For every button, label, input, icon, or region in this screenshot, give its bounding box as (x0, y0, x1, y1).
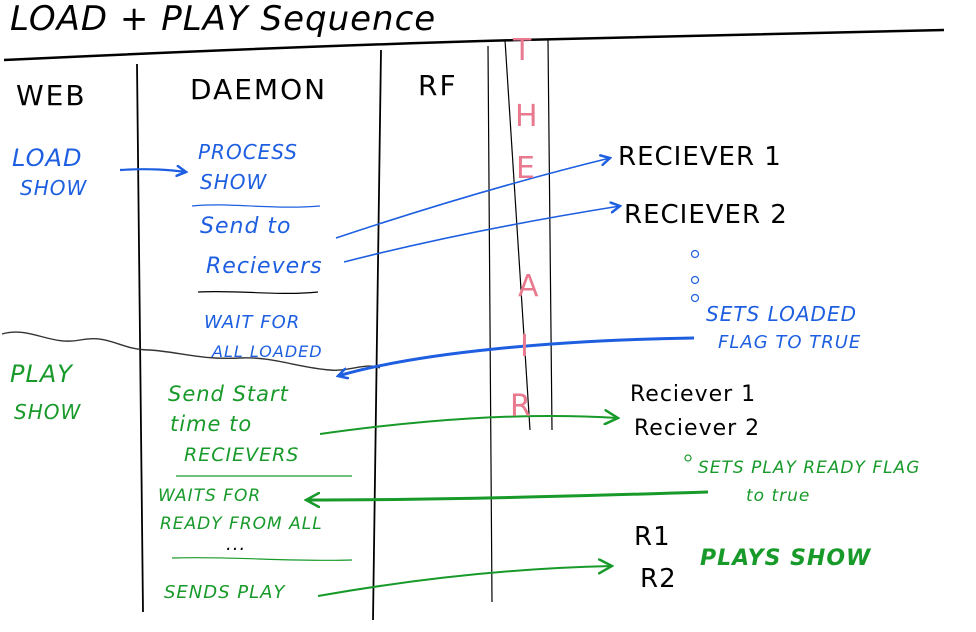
reciever-1-start: Reciever 1 (630, 382, 757, 407)
daemon-send-to-line1: Send to (200, 214, 292, 239)
air-letter: E (516, 151, 536, 186)
header-underline (3, 28, 945, 62)
arrow-loaded-flag-to-daemon (338, 336, 695, 376)
lane-divider-daemon-rf (372, 49, 382, 621)
daemon-send-to-line2: Recievers (206, 254, 323, 279)
column-header-web: WEB (16, 79, 87, 112)
sets-loaded-flag-line2: FLAG TO TRUE (718, 332, 862, 353)
daemon-process-show-line2: SHOW (200, 170, 268, 194)
daemon-start-time-line2: time to (170, 412, 253, 436)
daemon-process-show-line1: PROCESS (198, 140, 298, 164)
web-load-show-line2: SHOW (20, 176, 88, 200)
arrow-start-time-to-recievers (319, 416, 618, 435)
arrow-play-to-r1-r2 (317, 566, 612, 597)
daemon-separator-2 (197, 290, 319, 295)
daemon-waits-ready-ellipsis: ... (226, 534, 247, 555)
sets-play-ready-line2: to true (746, 486, 811, 506)
arrow-send-to-reciever-2 (343, 206, 620, 263)
daemon-start-time-line3: RECIEVERS (184, 444, 300, 466)
sets-play-ready-line1: SETS PLAY READY FLAG (698, 458, 921, 478)
web-play-show-line2: SHOW (14, 400, 82, 424)
diagram-title: LOAD + PLAY Sequence (10, 0, 437, 39)
lane-divider-rf-air (487, 45, 493, 603)
daemon-sends-play: SENDS PLAY (164, 582, 286, 603)
sets-loaded-flag-line1: SETS LOADED (706, 302, 857, 326)
air-letter: T (513, 33, 533, 68)
daemon-waits-ready-line1: WAITS FOR (158, 486, 262, 506)
continuation-dot (690, 275, 700, 285)
reciever-2-label: RECIEVER 2 (624, 200, 788, 230)
lane-divider-air-left (504, 39, 531, 431)
lane-divider-air-right (547, 39, 553, 431)
arrow-ready-flag-to-daemon (306, 490, 709, 500)
daemon-separator-1 (191, 204, 321, 208)
air-letter: H (515, 99, 539, 134)
daemon-separator-4 (171, 556, 353, 562)
reciever-2-start: Reciever 2 (634, 416, 761, 441)
column-header-daemon: DAEMON (190, 73, 328, 106)
web-load-show-line1: LOAD (12, 144, 83, 172)
air-letter: I (520, 329, 530, 364)
daemon-start-time-line1: Send Start (168, 382, 289, 406)
r2-label: R2 (640, 564, 677, 594)
arrow-load-to-process (119, 169, 186, 172)
column-header-rf: RF (418, 69, 458, 102)
daemon-wait-loaded-line1: WAIT FOR (204, 312, 301, 333)
reciever-1-label: RECIEVER 1 (618, 142, 782, 172)
web-play-show-line1: PLAY (10, 360, 73, 388)
continuation-dot (690, 249, 700, 259)
air-letter: R (510, 389, 532, 424)
air-letter: A (518, 269, 540, 304)
plays-show-label: PLAYS SHOW (700, 546, 872, 571)
daemon-waits-ready-line2: READY FROM ALL (160, 514, 323, 534)
phase-divider (1, 331, 381, 371)
continuation-dot (684, 454, 692, 462)
lane-divider-web-daemon (136, 63, 144, 613)
daemon-wait-loaded-line2: ALL LOADED (212, 342, 323, 361)
continuation-dot (690, 293, 700, 303)
r1-label: R1 (634, 522, 671, 552)
arrow-send-to-reciever-1 (335, 158, 610, 239)
